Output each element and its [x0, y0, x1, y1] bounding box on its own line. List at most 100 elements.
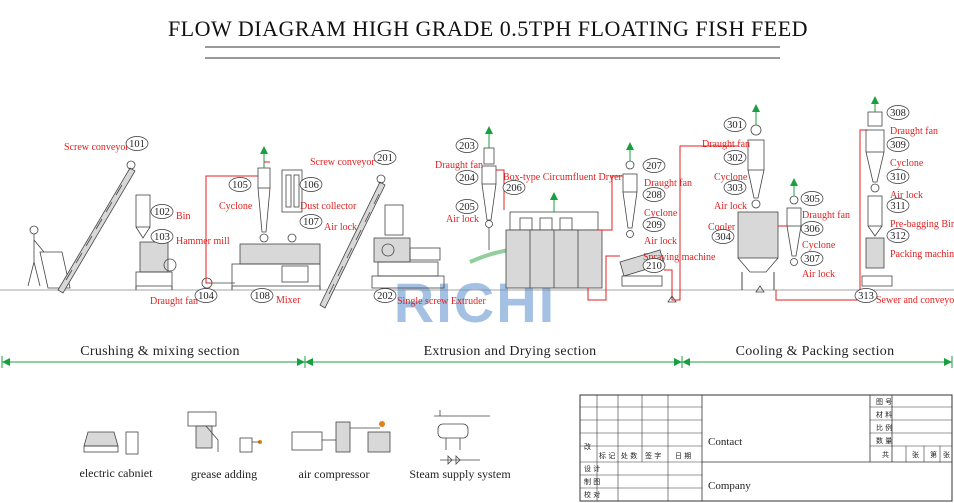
number-bubble-106 — [299, 177, 323, 192]
electric-cabinet-icon — [83, 431, 139, 455]
number-label-310: 310 — [890, 172, 906, 183]
number-label-101: 101 — [129, 139, 145, 150]
title-block-row-draw: 制 图 — [584, 477, 600, 486]
number-label-203: 203 — [459, 141, 475, 152]
number-label-207: 207 — [646, 161, 662, 172]
aux-label-grease-adding: grease adding — [191, 467, 257, 481]
number-bubble-208 — [642, 187, 666, 202]
number-bubble-108 — [250, 288, 274, 303]
air-lock-303 — [751, 199, 761, 209]
number-bubble-107 — [299, 214, 323, 229]
number-label-305: 305 — [804, 194, 820, 205]
title-block-header-3: 日 期 — [675, 452, 691, 460]
draught-fan-308 — [867, 96, 883, 127]
number-label-309: 309 — [890, 140, 906, 151]
number-label-210: 210 — [646, 261, 662, 272]
title-block-company: Company — [708, 480, 751, 492]
number-label-107: 107 — [303, 217, 319, 228]
number-label-303: 303 — [727, 183, 743, 194]
label-305: Draught fan — [802, 210, 850, 221]
label-303: Air lock — [714, 201, 747, 212]
title-block-right-2: 比 例 — [876, 423, 892, 432]
label-203: Draught fan — [435, 160, 483, 171]
number-bubble-307 — [800, 251, 824, 266]
number-bubble-101 — [125, 136, 149, 151]
number-bubble-306 — [800, 221, 824, 236]
label-313: Sewer and conveyor — [876, 295, 954, 306]
label-306: Cyclone — [802, 240, 836, 251]
section-cooling-packing: Cooling & Packing section — [736, 344, 895, 359]
number-label-312: 312 — [890, 231, 906, 242]
number-bubble-206 — [502, 180, 526, 195]
label-205a: Air lock — [446, 214, 479, 225]
section-crushing-mixing: Crushing & mixing section — [80, 344, 240, 359]
number-label-104: 104 — [198, 291, 215, 302]
number-bubble-311 — [886, 198, 910, 213]
title-block-header-1: 处 数 — [621, 451, 637, 460]
draught-fan-203 — [483, 126, 495, 165]
aux-label-air-compressor: air compressor — [299, 467, 370, 481]
number-label-206: 206 — [506, 183, 522, 194]
title-block — [579, 394, 953, 502]
title-block-mark: 改 — [584, 442, 591, 451]
title-block-header-2: 签 字 — [645, 451, 661, 460]
label-310: Air lock — [890, 190, 923, 201]
title-block-sheet-1: 张 — [912, 450, 919, 459]
number-label-302: 302 — [727, 153, 743, 164]
section-dividers — [1, 356, 953, 368]
number-label-102: 102 — [154, 207, 170, 218]
dust-collector-106 — [281, 169, 303, 213]
cyclone-105 — [257, 146, 271, 233]
label-302: Cyclone — [714, 172, 748, 183]
draught-fan-207 — [625, 142, 635, 170]
label-108: Mixer — [276, 295, 301, 306]
pipe-dryer-1 — [598, 175, 623, 231]
cyclone-309 — [865, 129, 885, 183]
label-208: Cyclone — [644, 208, 678, 219]
number-bubble-105 — [228, 177, 252, 192]
draught-fan-305 — [789, 178, 799, 205]
section-extrusion-drying: Extrusion and Drying section — [424, 344, 597, 359]
title-block-right-3: 数 量 — [876, 436, 892, 445]
number-bubble-312 — [886, 228, 910, 243]
label-103: Hammer mill — [176, 236, 230, 247]
number-bubble-104 — [194, 288, 218, 303]
title-block-right-0: 图 号 — [876, 398, 892, 406]
grease-adding-icon — [187, 411, 262, 453]
label-102: Bin — [176, 211, 190, 222]
number-bubble-103 — [150, 229, 174, 244]
number-bubble-310 — [886, 169, 910, 184]
diagram-title: FLOW DIAGRAM HIGH GRADE 0.5TPH FLOATING … — [168, 16, 808, 41]
label-207: Draught fan — [644, 178, 692, 189]
title-block-header-0: 标 记 — [599, 451, 615, 460]
packing-machine-312 — [861, 237, 893, 287]
mixer-108 — [231, 243, 321, 290]
label-210: Spraying machine — [643, 252, 716, 263]
pipe-cooling-1 — [664, 145, 738, 301]
flow-marker-1 — [667, 295, 677, 303]
title-block-sheet-0: 共 — [882, 450, 889, 459]
number-bubble-102 — [150, 204, 174, 219]
number-bubble-202 — [373, 288, 397, 303]
number-bubble-302 — [723, 150, 747, 165]
number-bubble-209 — [642, 217, 666, 232]
screw-conveyor-101 — [57, 160, 136, 294]
box-type-dryer-206 — [505, 192, 603, 289]
title-block-sheet-3: 张 — [943, 450, 950, 459]
title-block-row-check: 校 对 — [584, 490, 600, 499]
number-label-202: 202 — [377, 291, 393, 302]
label-301: Draught fan — [702, 139, 750, 150]
cyclone-208 — [622, 173, 638, 229]
draught-fan-301 — [750, 104, 762, 136]
steam-supply-icon — [434, 410, 490, 465]
number-bubble-308 — [886, 105, 910, 120]
number-label-201: 201 — [377, 153, 393, 164]
number-label-106: 106 — [303, 180, 319, 191]
number-bubble-204 — [455, 170, 479, 185]
number-label-304: 304 — [715, 232, 732, 243]
cyclone-302 — [747, 139, 765, 199]
equipment-labels: Screw conveyor Bin Hammer mill Draught f… — [64, 126, 954, 307]
cooler-304 — [737, 211, 779, 290]
number-bubble-303 — [723, 180, 747, 195]
single-screw-extruder-202 — [371, 204, 445, 289]
